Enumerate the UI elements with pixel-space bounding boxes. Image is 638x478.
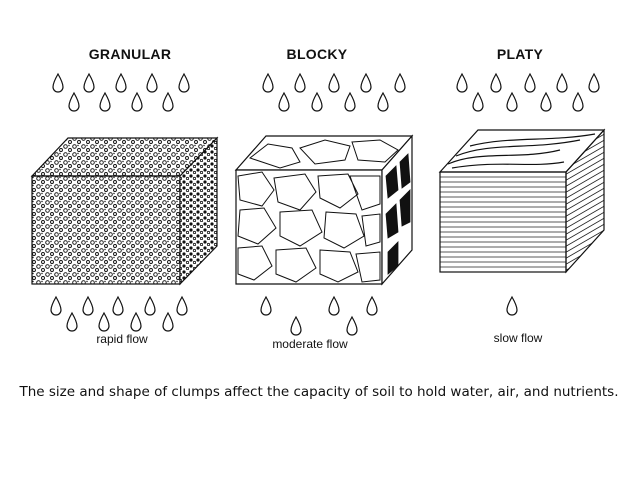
blocky-flow-label: moderate flow [272, 337, 348, 351]
blocky-title: BLOCKY [286, 46, 348, 62]
granular-title: GRANULAR [88, 46, 172, 62]
granular-flow-label: rapid flow [96, 332, 148, 346]
granular-drops-bottom [50, 296, 188, 332]
blocky-drops-bottom [260, 296, 378, 336]
granular-cube [30, 136, 219, 286]
platy-title: PLATY [496, 46, 544, 62]
diagram-caption: The size and shape of clumps affect the … [19, 384, 619, 400]
granular-drops-top [52, 73, 190, 112]
platy-flow-label: slow flow [493, 331, 543, 345]
blocky-cube [234, 134, 414, 286]
blocky-drops-top [262, 73, 406, 112]
platy-drops-top [456, 73, 600, 112]
platy-drops-bottom [506, 296, 518, 316]
platy-cube [438, 128, 606, 274]
